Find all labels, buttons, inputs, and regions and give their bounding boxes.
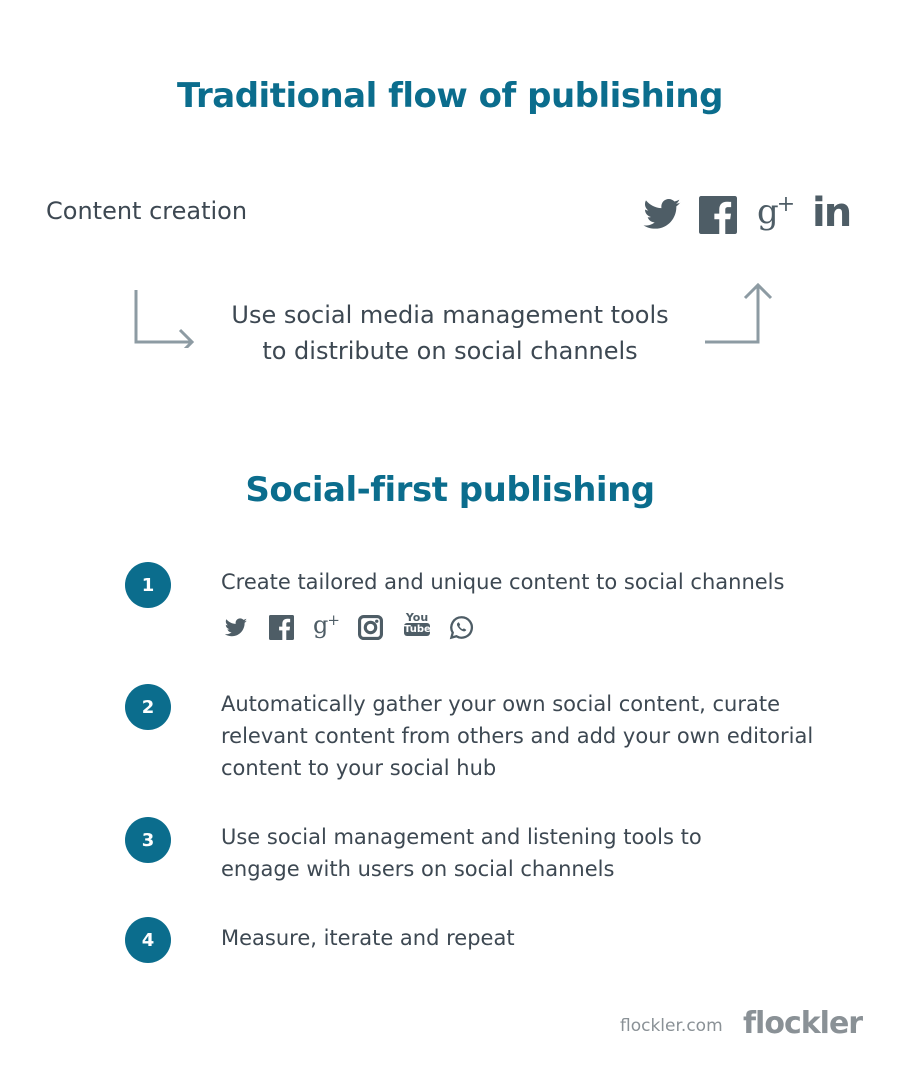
content-creation-label: Content creation: [46, 197, 248, 225]
flockler-logo: flockler: [743, 1006, 863, 1041]
traditional-title: Traditional flow of publishing: [177, 76, 723, 116]
step-2-line-2: relevant content from others and add you…: [221, 724, 814, 748]
step-1-text: Create tailored and unique content to so…: [221, 566, 821, 598]
step-3-line-1: Use social management and listening tool…: [221, 825, 702, 849]
step-2-text: Automatically gather your own social con…: [221, 688, 821, 784]
step-4-line-1: Measure, iterate and repeat: [221, 926, 515, 950]
distribute-line-2: to distribute on social channels: [262, 337, 638, 365]
footer-url: flockler.com: [620, 1016, 723, 1036]
instagram-icon: [358, 615, 383, 640]
facebook-icon: [269, 615, 294, 640]
step-4-text: Measure, iterate and repeat: [221, 922, 821, 954]
social-first-title: Social-first publishing: [245, 470, 655, 510]
youtube-icon: You Tube: [404, 611, 431, 636]
facebook-icon: [699, 196, 737, 234]
step-number-2: 2: [125, 684, 171, 730]
distribute-line-1: Use social media management tools: [231, 301, 669, 329]
step-2-line-3: content to your social hub: [221, 756, 497, 780]
step-number-1: 1: [125, 562, 171, 608]
step-number-3: 3: [125, 817, 171, 863]
step-3-text: Use social management and listening tool…: [221, 821, 821, 885]
google-plus-icon: g+: [313, 611, 340, 639]
whatsapp-icon: [449, 616, 473, 640]
arrow-right-up-icon: [705, 282, 773, 344]
google-plus-icon: g+: [757, 192, 795, 232]
step-2-line-1: Automatically gather your own social con…: [221, 692, 781, 716]
step-1-line-1: Create tailored and unique content to so…: [221, 570, 785, 594]
twitter-icon: [643, 199, 681, 229]
distribute-text: Use social media management tools to dis…: [200, 297, 700, 369]
step-number-4: 4: [125, 917, 171, 963]
twitter-icon: [224, 618, 247, 637]
step-3-line-2: engage with users on social channels: [221, 857, 615, 881]
arrow-down-right-icon: [134, 290, 195, 348]
linkedin-icon: in: [812, 190, 852, 236]
